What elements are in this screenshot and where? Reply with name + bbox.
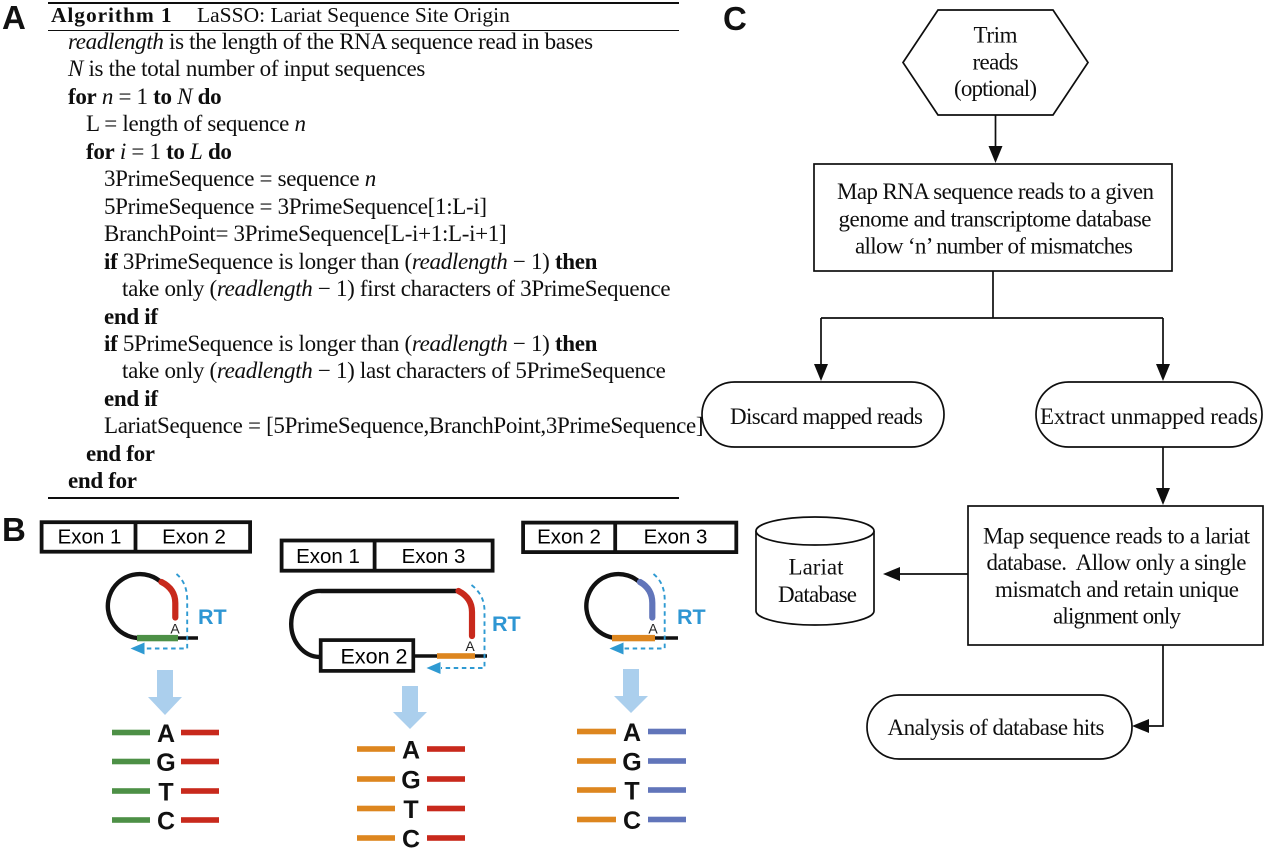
svg-text:T: T <box>624 778 639 806</box>
svg-text:C: C <box>623 807 641 835</box>
svg-text:Database: Database <box>778 582 857 607</box>
svg-text:Analysis of database hits: Analysis of database hits <box>888 715 1105 740</box>
svg-text:A: A <box>402 737 420 765</box>
svg-text:G: G <box>401 767 420 795</box>
svg-text:RT: RT <box>677 605 706 629</box>
svg-text:Exon 2: Exon 2 <box>537 526 601 549</box>
svg-text:Exon 1: Exon 1 <box>296 545 360 568</box>
svg-text:A: A <box>465 638 475 654</box>
svg-text:genome and transcriptome datab: genome and transcriptome database <box>839 206 1152 231</box>
svg-text:G: G <box>156 749 175 777</box>
svg-text:A: A <box>648 620 658 636</box>
svg-text:Lariat: Lariat <box>789 555 845 580</box>
svg-text:C: C <box>157 808 175 836</box>
svg-text:A: A <box>623 719 641 747</box>
svg-text:RT: RT <box>492 612 521 636</box>
svg-text:A: A <box>157 720 175 748</box>
svg-text:Exon 2: Exon 2 <box>162 526 226 549</box>
svg-text:allow ‘n’ number of mismatches: allow ‘n’ number of mismatches <box>855 234 1133 259</box>
svg-text:alignment only: alignment only <box>1053 604 1182 629</box>
svg-text:Exon 1: Exon 1 <box>58 526 122 549</box>
svg-text:database. Allow only a single: database. Allow only a single <box>987 550 1247 575</box>
svg-text:(optional): (optional) <box>954 76 1037 101</box>
svg-text:RT: RT <box>198 605 227 629</box>
svg-text:Exon 2: Exon 2 <box>341 644 408 668</box>
svg-text:Extract unmapped reads: Extract unmapped reads <box>1040 404 1258 429</box>
svg-text:Trim: Trim <box>974 23 1018 48</box>
svg-text:Discard mapped reads: Discard mapped reads <box>730 404 923 429</box>
svg-text:T: T <box>158 779 173 807</box>
svg-text:mismatch and retain unique: mismatch and retain unique <box>995 577 1239 602</box>
svg-text:C: C <box>402 826 420 849</box>
svg-text:Map sequence reads to a lariat: Map sequence reads to a lariat <box>983 524 1251 549</box>
svg-text:reads: reads <box>973 49 1019 74</box>
svg-text:Map RNA sequence reads to a gi: Map RNA sequence reads to a given <box>837 179 1155 204</box>
svg-text:G: G <box>622 749 641 777</box>
svg-text:Exon 3: Exon 3 <box>644 526 708 549</box>
svg-text:A: A <box>170 620 180 636</box>
svg-text:T: T <box>403 796 418 824</box>
svg-text:Exon 3: Exon 3 <box>402 545 466 568</box>
